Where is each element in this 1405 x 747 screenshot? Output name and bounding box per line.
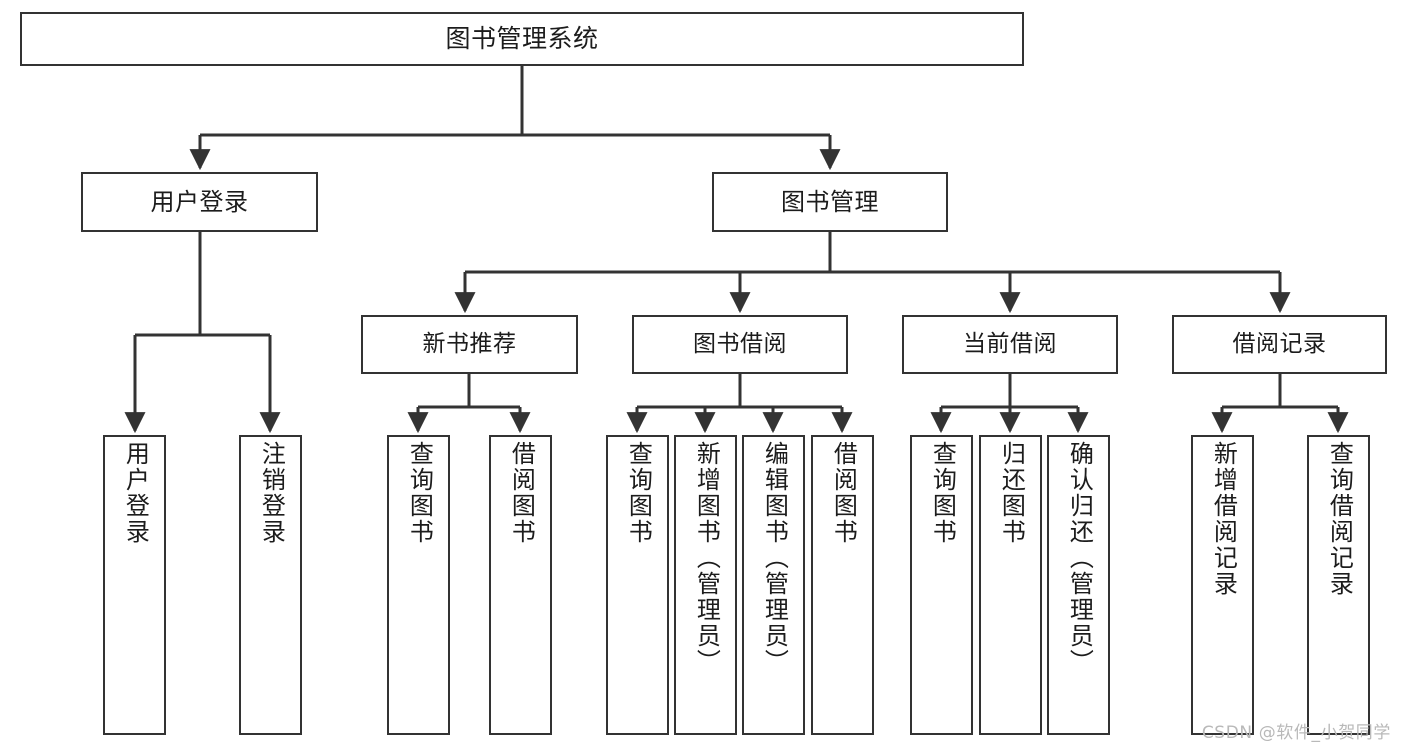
node-label: 查询借阅记录	[1325, 441, 1354, 597]
node-book-management[interactable]: 图书管理	[712, 172, 948, 232]
node-label: 图书管理系统	[445, 24, 599, 54]
node-label: 查询图书	[624, 441, 653, 545]
node-label: 查询图书	[405, 441, 434, 545]
node-label: 新书推荐	[422, 331, 517, 358]
leaf-query-book-current[interactable]: 查询图书	[910, 435, 973, 735]
node-label: 用户登录	[150, 187, 249, 216]
csdn-watermark: CSDN @软件_小贺同学	[1201, 723, 1391, 743]
leaf-query-book-borrow[interactable]: 查询图书	[606, 435, 669, 735]
node-label: 新增图书（管理员）	[692, 441, 721, 675]
node-label: 借阅图书	[507, 441, 536, 545]
node-label: 借阅记录	[1232, 331, 1327, 358]
leaf-query-book-newbook[interactable]: 查询图书	[387, 435, 450, 735]
node-root-book-management-system[interactable]: 图书管理系统	[20, 12, 1024, 66]
node-user-login[interactable]: 用户登录	[81, 172, 318, 232]
node-current-borrowing[interactable]: 当前借阅	[902, 315, 1118, 374]
node-label: 确认归还（管理员）	[1065, 441, 1094, 675]
leaf-borrow-book-newbook[interactable]: 借阅图书	[489, 435, 552, 735]
node-label: 注销登录	[257, 441, 286, 545]
node-borrowing-records[interactable]: 借阅记录	[1172, 315, 1387, 374]
leaf-user-login[interactable]: 用户登录	[103, 435, 166, 735]
node-label: 新增借阅记录	[1209, 441, 1238, 597]
node-label: 当前借阅	[963, 331, 1057, 358]
leaf-add-borrow-record[interactable]: 新增借阅记录	[1191, 435, 1254, 735]
leaf-edit-book-admin[interactable]: 编辑图书（管理员）	[742, 435, 805, 735]
node-label: 编辑图书（管理员）	[760, 441, 789, 675]
leaf-logout[interactable]: 注销登录	[239, 435, 302, 735]
leaf-add-book-admin[interactable]: 新增图书（管理员）	[674, 435, 737, 735]
leaf-query-borrow-record[interactable]: 查询借阅记录	[1307, 435, 1370, 735]
node-book-borrowing[interactable]: 图书借阅	[632, 315, 848, 374]
leaf-return-book[interactable]: 归还图书	[979, 435, 1042, 735]
leaf-borrow-book[interactable]: 借阅图书	[811, 435, 874, 735]
node-label: 借阅图书	[829, 441, 858, 545]
node-label: 图书管理	[781, 187, 879, 216]
node-new-book-recommendation[interactable]: 新书推荐	[361, 315, 578, 374]
node-label: 查询图书	[928, 441, 957, 545]
node-label: 图书借阅	[693, 331, 787, 358]
node-label: 用户登录	[121, 441, 150, 545]
leaf-confirm-return-admin[interactable]: 确认归还（管理员）	[1047, 435, 1110, 735]
node-label: 归还图书	[997, 441, 1026, 545]
